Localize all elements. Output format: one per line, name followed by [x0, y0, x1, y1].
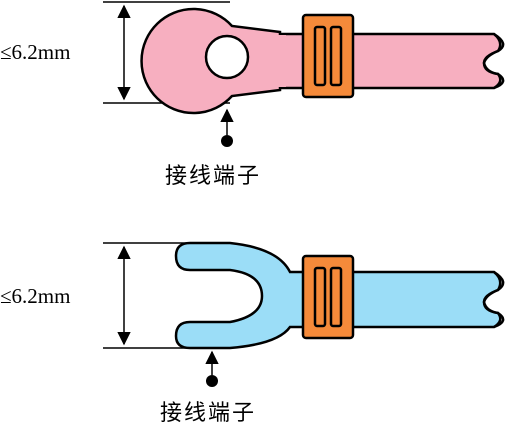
ring-pointer-dot	[221, 135, 233, 147]
fork-dim-label: ≤6.2mm	[0, 284, 70, 308]
fork-terminal: ≤6.2mm 接线端子	[0, 241, 505, 426]
ring-collar-slot-left	[313, 25, 327, 87]
fork-collar-slot-right	[329, 266, 343, 328]
ring-wire-end	[482, 32, 505, 90]
fork-wire-end	[482, 270, 505, 329]
ring-caption: 接线端子	[165, 164, 261, 189]
ring-dim-label: ≤6.2mm	[0, 40, 70, 64]
ring-terminal: ≤6.2mm 接线端子	[0, 1, 505, 189]
fork-caption: 接线端子	[160, 401, 256, 426]
ring-head	[140, 7, 282, 115]
ring-crimp-collar	[301, 13, 355, 99]
ring-collar-slot-right	[329, 25, 343, 87]
ring-wire-sleeve	[248, 32, 502, 90]
fork-collar-slot-left	[313, 266, 327, 328]
fork-pointer-dot	[206, 375, 218, 387]
fork-crimp-collar	[301, 254, 355, 340]
